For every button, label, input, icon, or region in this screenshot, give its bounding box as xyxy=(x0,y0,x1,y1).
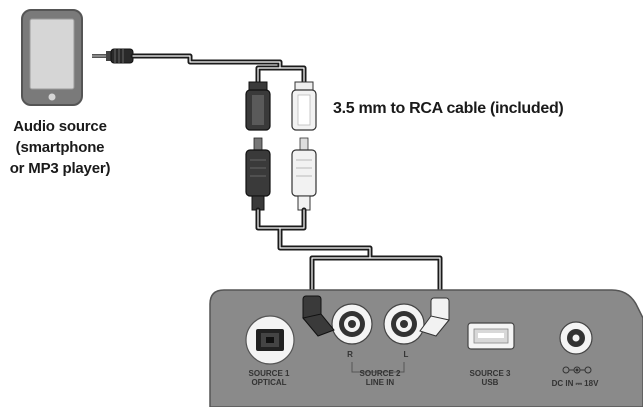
smartphone-icon xyxy=(21,9,83,106)
rca-plug-black xyxy=(245,137,271,211)
dc-polarity-icon xyxy=(562,366,592,374)
line-in-bracket xyxy=(351,362,405,373)
cable-lower xyxy=(255,207,443,303)
angled-plug-black xyxy=(302,295,335,337)
rca-jack-icon xyxy=(331,303,425,345)
dc-jack xyxy=(559,321,593,355)
usb-port-icon xyxy=(467,322,515,350)
angled-plug-white xyxy=(419,297,450,337)
rca-plug-white xyxy=(291,137,317,211)
rca-adapter-white-top xyxy=(291,81,317,131)
optical-port-icon xyxy=(245,315,295,365)
aux-plug xyxy=(92,48,134,64)
rca-adapter-black-top xyxy=(245,81,271,131)
cable xyxy=(130,53,307,85)
